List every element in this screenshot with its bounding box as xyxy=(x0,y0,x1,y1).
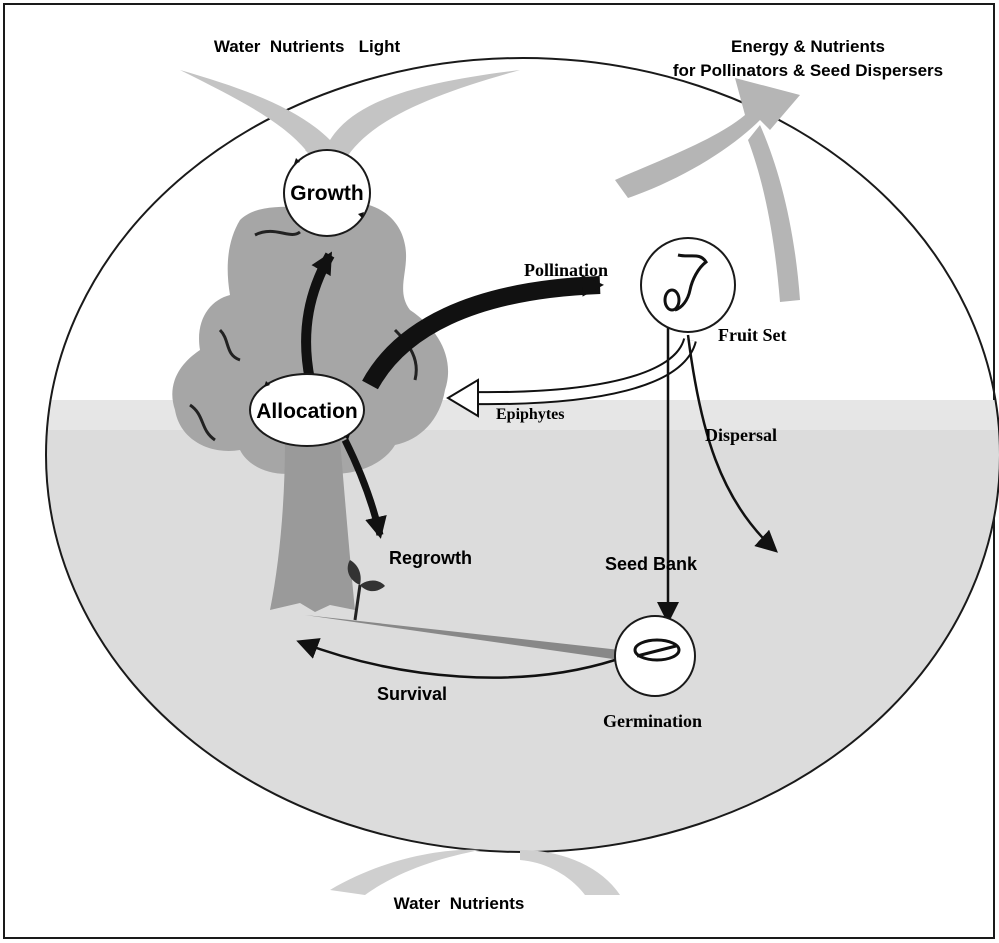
label-germination: Germination xyxy=(603,711,702,731)
germination-node xyxy=(615,616,695,696)
label-bottom-inputs: Water Nutrients xyxy=(394,894,525,913)
fruit-set-node xyxy=(641,238,735,332)
label-allocation: Allocation xyxy=(256,400,358,423)
label-fruit-set: Fruit Set xyxy=(718,325,786,345)
label-pollination: Pollination xyxy=(524,260,608,280)
label-top-inputs: Water Nutrients Light xyxy=(214,37,401,56)
label-growth: Growth xyxy=(290,182,364,205)
label-regrowth: Regrowth xyxy=(389,548,472,568)
label-survival: Survival xyxy=(377,684,447,704)
label-output-line2: for Pollinators & Seed Dispersers xyxy=(673,61,943,80)
label-dispersal: Dispersal xyxy=(705,425,777,445)
label-seed-bank: Seed Bank xyxy=(605,554,698,574)
label-output-line1: Energy & Nutrients xyxy=(731,37,885,56)
label-epiphytes: Epiphytes xyxy=(496,406,564,423)
